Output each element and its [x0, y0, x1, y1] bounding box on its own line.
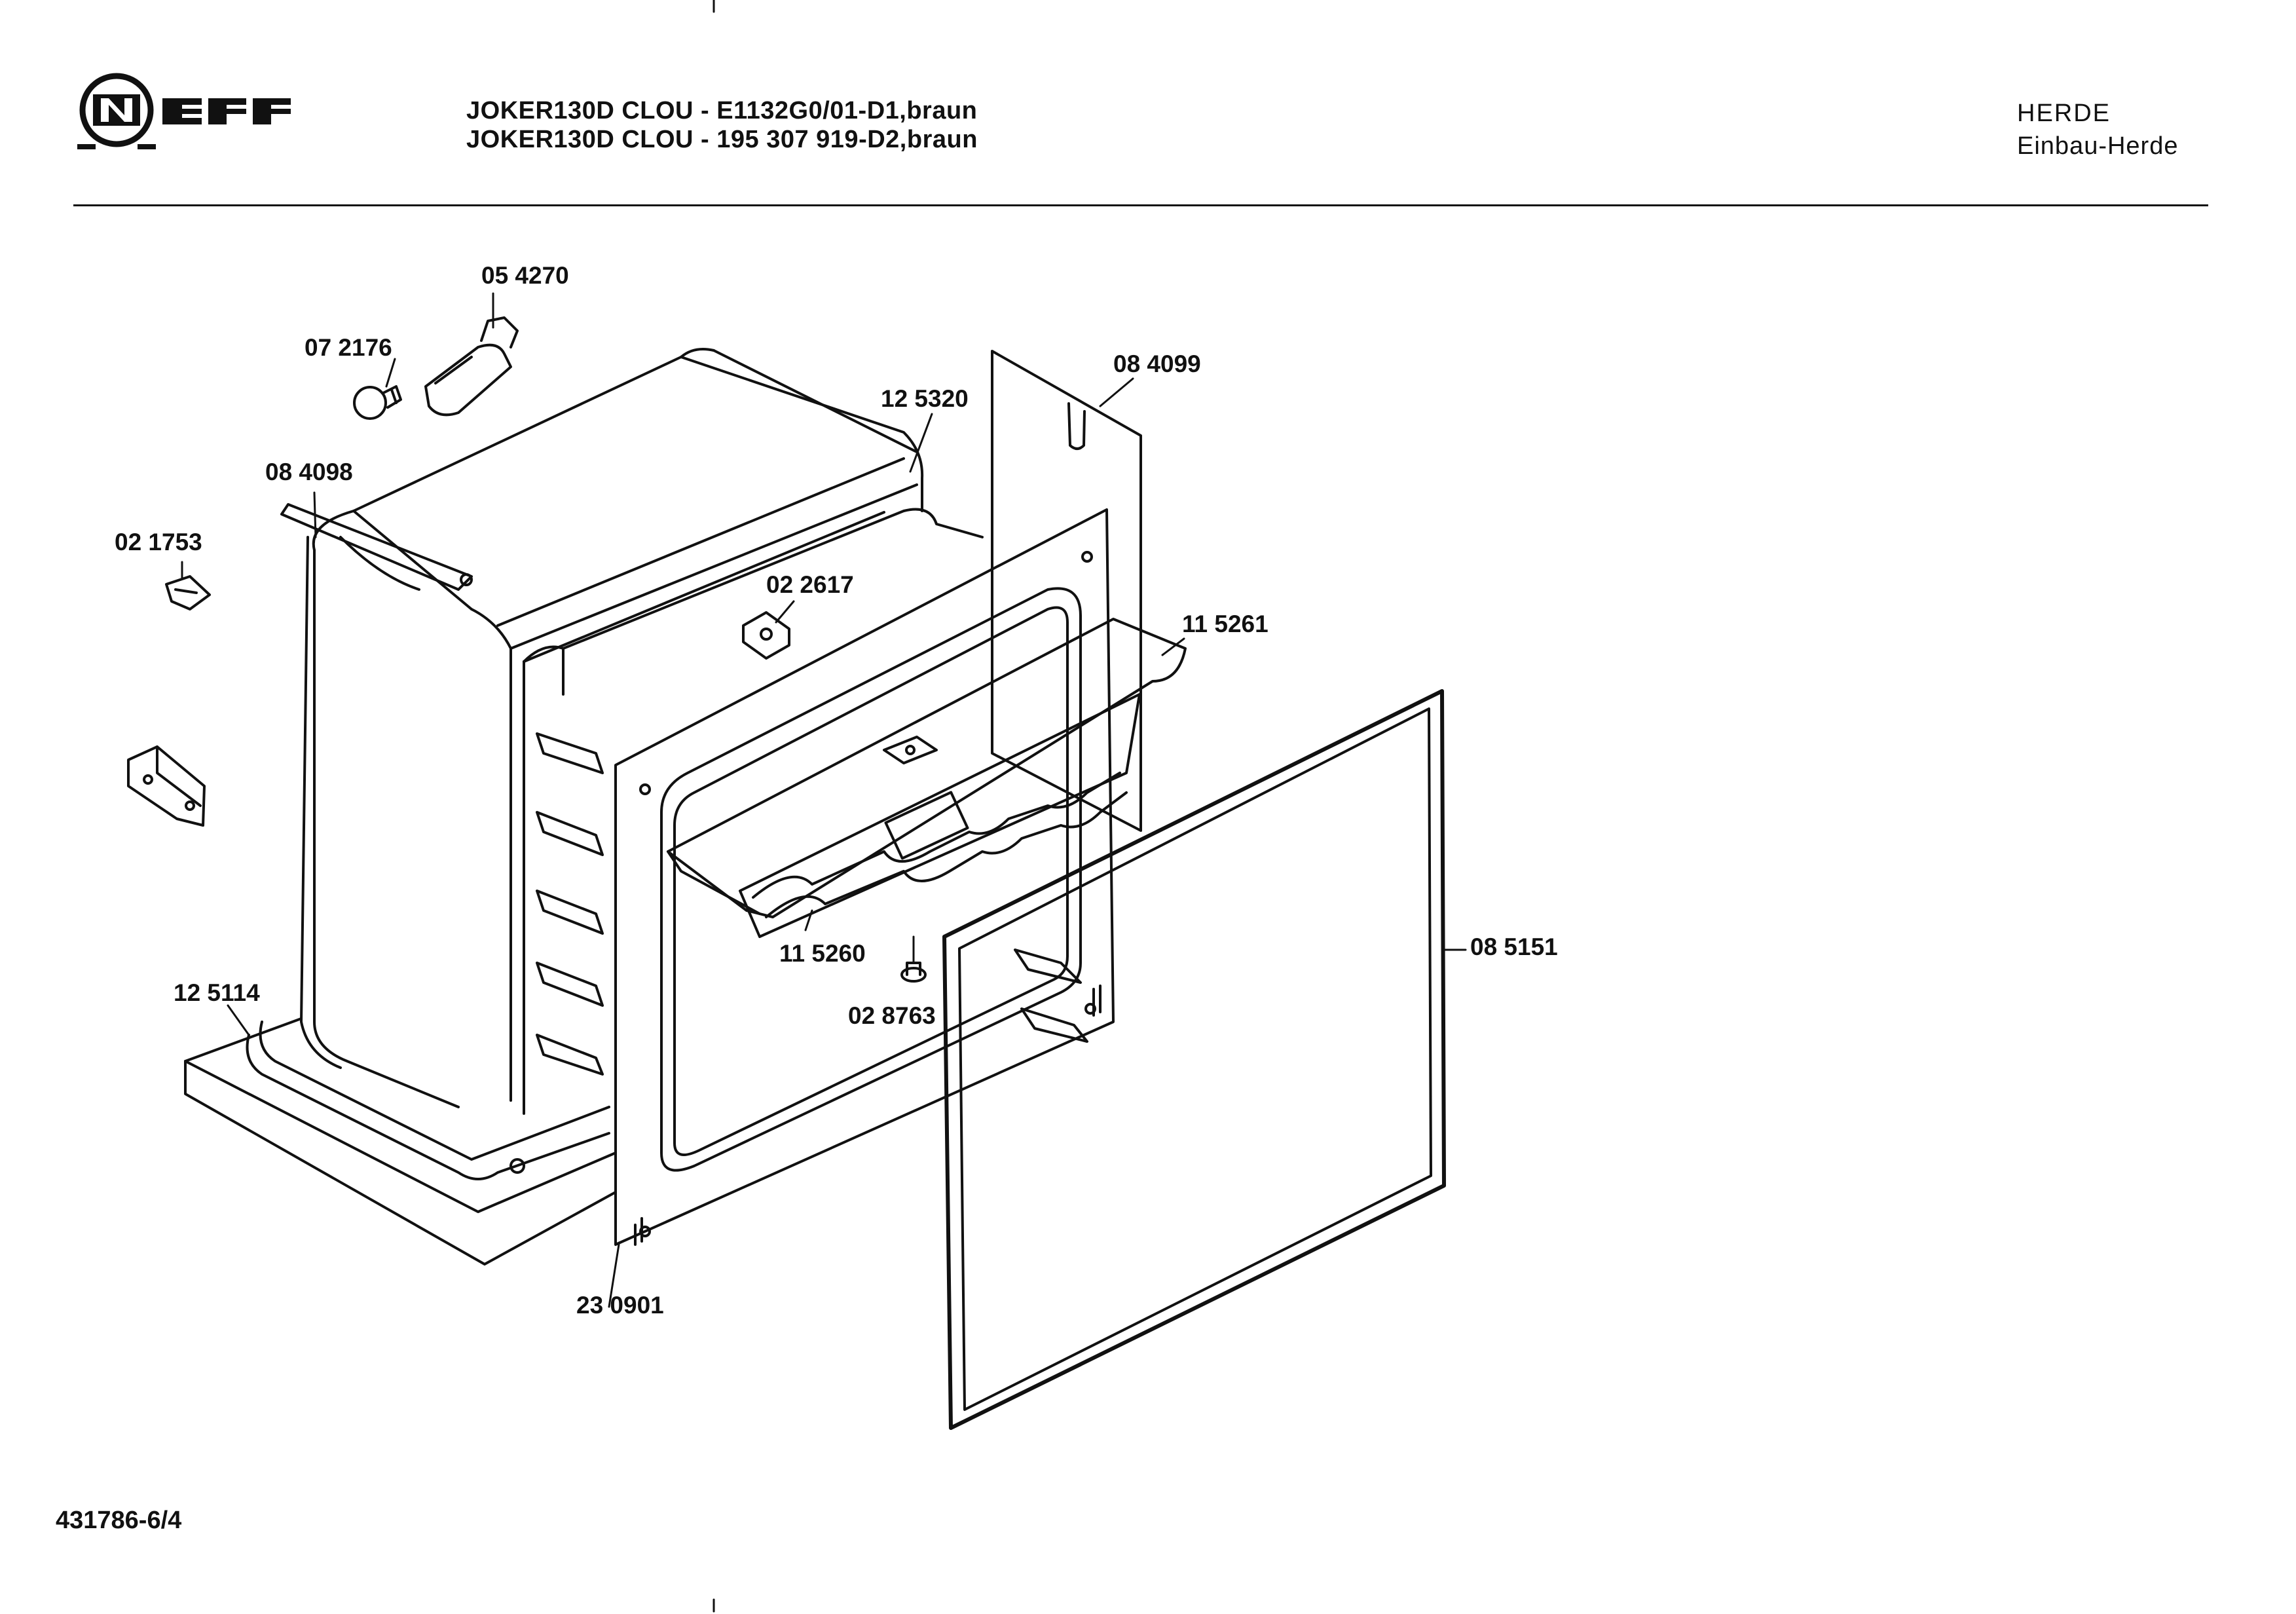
- lamp-holder: [424, 316, 519, 417]
- callout-072176: 07 2176: [305, 334, 392, 361]
- callout-085151: 08 5151: [1470, 933, 1558, 960]
- document-number: 431786-6/4: [56, 1507, 182, 1534]
- oven-housing: [300, 348, 924, 1115]
- model-title-line-2: JOKER130D CLOU - 195 307 919-D2,braun: [466, 126, 978, 153]
- callout-054270: 05 4270: [481, 262, 569, 289]
- category-label: HERDE: [2017, 100, 2111, 127]
- bottom-tray: [184, 1017, 617, 1266]
- callout-115261: 11 5261: [1182, 610, 1268, 637]
- callout-084099: 08 4099: [1113, 350, 1201, 377]
- side-rail: [280, 503, 473, 591]
- door-seal: [942, 689, 1446, 1430]
- callout-230901: 23 0901: [576, 1292, 664, 1319]
- leader-lines: [181, 292, 1467, 1308]
- clip-part: [165, 575, 211, 610]
- callout-021753: 02 1753: [115, 529, 202, 555]
- model-title-line-1: JOKER130D CLOU - E1132G0/01-D1,braun: [466, 97, 978, 124]
- callout-115260: 11 5260: [779, 940, 866, 967]
- callout-028763: 02 8763: [848, 1002, 936, 1029]
- neff-logo: [77, 71, 326, 159]
- angle-bracket: [127, 745, 206, 827]
- screw: [900, 962, 927, 983]
- callout-022617: 02 2617: [766, 571, 854, 598]
- header-divider: [73, 204, 2208, 206]
- oven-cavity: [523, 508, 1088, 1076]
- lamp-bulb: [353, 385, 402, 420]
- callout-084098: 08 4098: [265, 459, 353, 485]
- callout-125114: 12 5114: [174, 979, 260, 1006]
- sensor-block: [742, 611, 790, 660]
- callout-125320: 12 5320: [881, 385, 969, 412]
- front-frame: [614, 508, 1115, 1246]
- top-heating-element: [667, 618, 1187, 938]
- subcategory-label: Einbau-Herde: [2017, 132, 2179, 160]
